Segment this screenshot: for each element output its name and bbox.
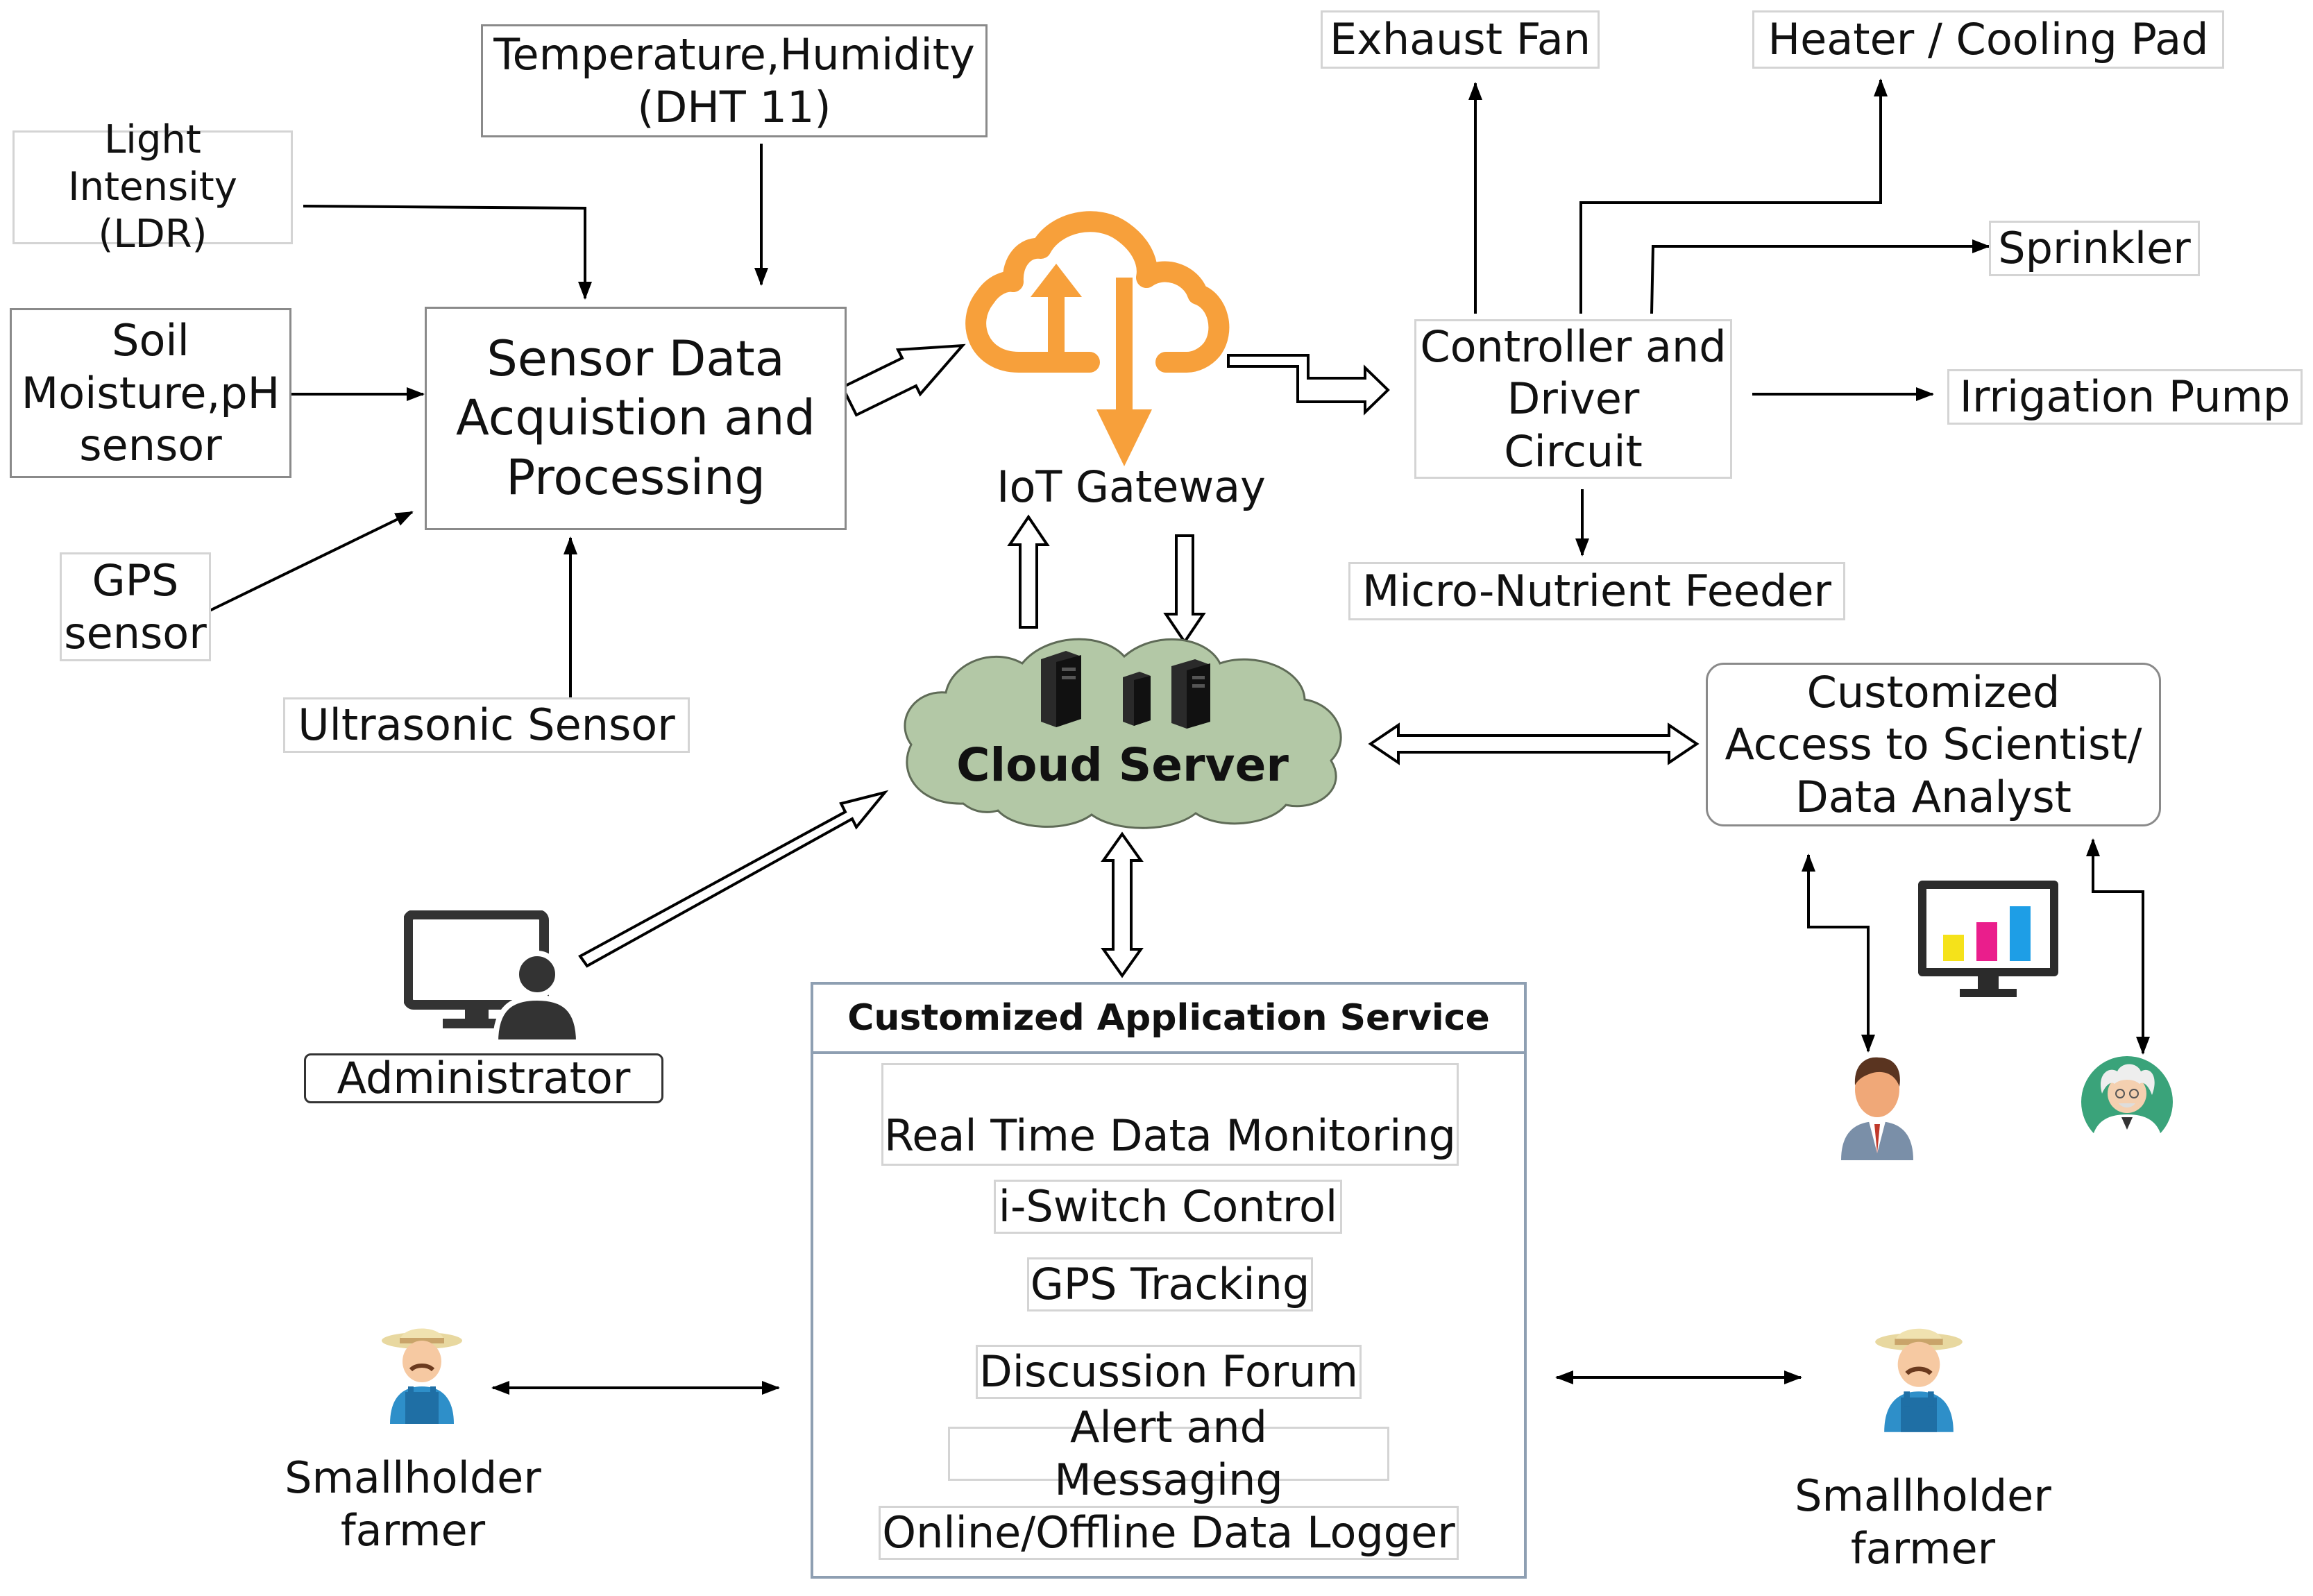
farmer-left-label: Smallholder farmer: [264, 1452, 562, 1556]
administrator-label: Administrator: [337, 1053, 631, 1104]
soil-line3: sensor: [79, 420, 222, 471]
businessman-avatar-icon: [1841, 1057, 1913, 1160]
light-line2: (LDR): [98, 212, 207, 257]
block-arrow-gateway-to-controller: [1227, 354, 1390, 416]
app-item-label: Real Time Data Monitoring: [883, 1110, 1457, 1162]
app-item-alert-messaging[interactable]: Alert and Messaging: [948, 1402, 1389, 1505]
light-line1: Light Intensity: [68, 117, 237, 210]
app-item-gps-tracking[interactable]: GPS Tracking: [1027, 1257, 1313, 1311]
gps-line2: sensor: [64, 607, 207, 659]
scientist-line1: Customized: [1806, 666, 2060, 718]
iot-gateway-cloud-icon: [965, 211, 1230, 466]
micro-nutrient-feeder-box: Micro-Nutrient Feeder: [1348, 562, 1845, 620]
arrow-controller-to-heater: [1579, 78, 1888, 314]
arrow-scientist-loop-left: [1802, 854, 1875, 1053]
irrigation-pump-box: Irrigation Pump: [1947, 369, 2303, 425]
gps-line1: GPS: [92, 554, 179, 606]
temp-humidity-line2: (DHT 11): [637, 81, 831, 133]
analytics-monitor-icon: [1918, 881, 2058, 997]
farmer-right-icon: [1875, 1328, 1963, 1432]
farmer-left-line1: Smallholder: [285, 1452, 541, 1503]
block-arrow-cloud-app: [1101, 831, 1144, 978]
temp-humidity-line1: Temperature,Humidity: [493, 28, 975, 80]
arrow-scientist-loop-right: [2086, 838, 2150, 1055]
gps-sensor-box: GPS sensor: [60, 552, 211, 661]
arrow-controller-to-sprinkler: [1650, 239, 1990, 314]
controller-line1: Controller and: [1420, 321, 1727, 372]
irrigation-pump-label: Irrigation Pump: [1959, 371, 2291, 423]
block-arrow-cloud-scientist: [1368, 722, 1700, 765]
server-towers: [1041, 651, 1210, 729]
farmer-right-line2: farmer: [1850, 1522, 1996, 1574]
scientist-access-box: Customized Access to Scientist/ Data Ana…: [1706, 663, 2161, 826]
soil-line1: Soil: [112, 315, 189, 366]
administrator-workstation-icon: [404, 910, 582, 1042]
processing-line3: Processing: [506, 448, 765, 506]
app-item-real-time-monitoring[interactable]: Real Time Data Monitoring: [881, 1063, 1459, 1166]
ultrasonic-label: Ultrasonic Sensor: [298, 699, 675, 751]
monitor-bar-blue: [2010, 906, 2031, 961]
monitor-bar-yellow: [1943, 935, 1964, 961]
farmer-left-icon: [382, 1328, 462, 1424]
ultrasonic-sensor-box: Ultrasonic Sensor: [283, 697, 690, 753]
block-arrow-gateway-to-cloud: [1163, 534, 1206, 645]
app-item-label: Online/Offline Data Logger: [882, 1507, 1455, 1559]
farmer-right-line1: Smallholder: [1795, 1470, 2051, 1521]
app-item-label: GPS Tracking: [1030, 1259, 1310, 1310]
heater-cooling-pad-box: Heater / Cooling Pad: [1752, 10, 2224, 69]
farmer-right-label: Smallholder farmer: [1774, 1470, 2072, 1574]
controller-driver-box: Controller and Driver Circuit: [1414, 319, 1732, 479]
block-arrow-admin-to-cloud: [578, 790, 889, 968]
app-item-discussion-forum[interactable]: Discussion Forum: [976, 1345, 1362, 1399]
soil-moisture-sensor-box: Soil Moisture,pH sensor: [10, 308, 291, 478]
app-service-title: Customized Application Service: [813, 985, 1524, 1054]
light-intensity-sensor-box: Light Intensity (LDR): [12, 117, 293, 257]
sprinkler-box: Sprinkler: [1989, 221, 2200, 276]
scientist-line2: Access to Scientist/: [1725, 719, 2142, 770]
arrow-ldr-to-processing: [303, 205, 592, 300]
cloud-server-label: Cloud Server: [956, 738, 1289, 792]
scientist-avatar-icon: [2081, 1056, 2173, 1151]
processing-line2: Acquistion and: [456, 389, 815, 447]
controller-line2: Driver: [1507, 373, 1640, 425]
exhaust-fan-box: Exhaust Fan: [1321, 10, 1600, 69]
feeder-label: Micro-Nutrient Feeder: [1362, 566, 1832, 617]
temp-humidity-sensor-box: Temperature,Humidity (DHT 11): [481, 24, 988, 137]
heater-label: Heater / Cooling Pad: [1768, 14, 2209, 65]
sensor-processing-box: Sensor Data Acquistion and Processing: [425, 307, 847, 530]
iot-gateway-label: IoT Gateway: [997, 461, 1266, 512]
app-item-label: Alert and Messaging: [1054, 1402, 1283, 1505]
exhaust-fan-label: Exhaust Fan: [1329, 14, 1591, 65]
controller-line3: Circuit: [1504, 425, 1643, 477]
app-item-label: Discussion Forum: [979, 1346, 1358, 1398]
app-item-iswitch-control[interactable]: i-Switch Control: [994, 1180, 1342, 1234]
block-arrow-cloud-to-gateway: [1007, 514, 1050, 629]
monitor-bar-chart: [1943, 906, 2031, 961]
farmer-left-line2: farmer: [340, 1504, 486, 1556]
app-item-label: i-Switch Control: [998, 1181, 1338, 1232]
sprinkler-label: Sprinkler: [1998, 223, 2191, 274]
soil-line2: Moisture,pH: [21, 367, 280, 418]
processing-line1: Sensor Data: [486, 330, 785, 387]
block-arrow-processing-to-gateway: [840, 343, 966, 417]
scientist-line3: Data Analyst: [1795, 771, 2071, 822]
app-item-data-logger[interactable]: Online/Offline Data Logger: [879, 1506, 1459, 1560]
administrator-label-box: Administrator: [304, 1053, 663, 1103]
arrow-gps-to-processing: [206, 511, 414, 613]
cloud-server-shape: [904, 638, 1342, 829]
monitor-bar-magenta: [1976, 922, 1997, 961]
